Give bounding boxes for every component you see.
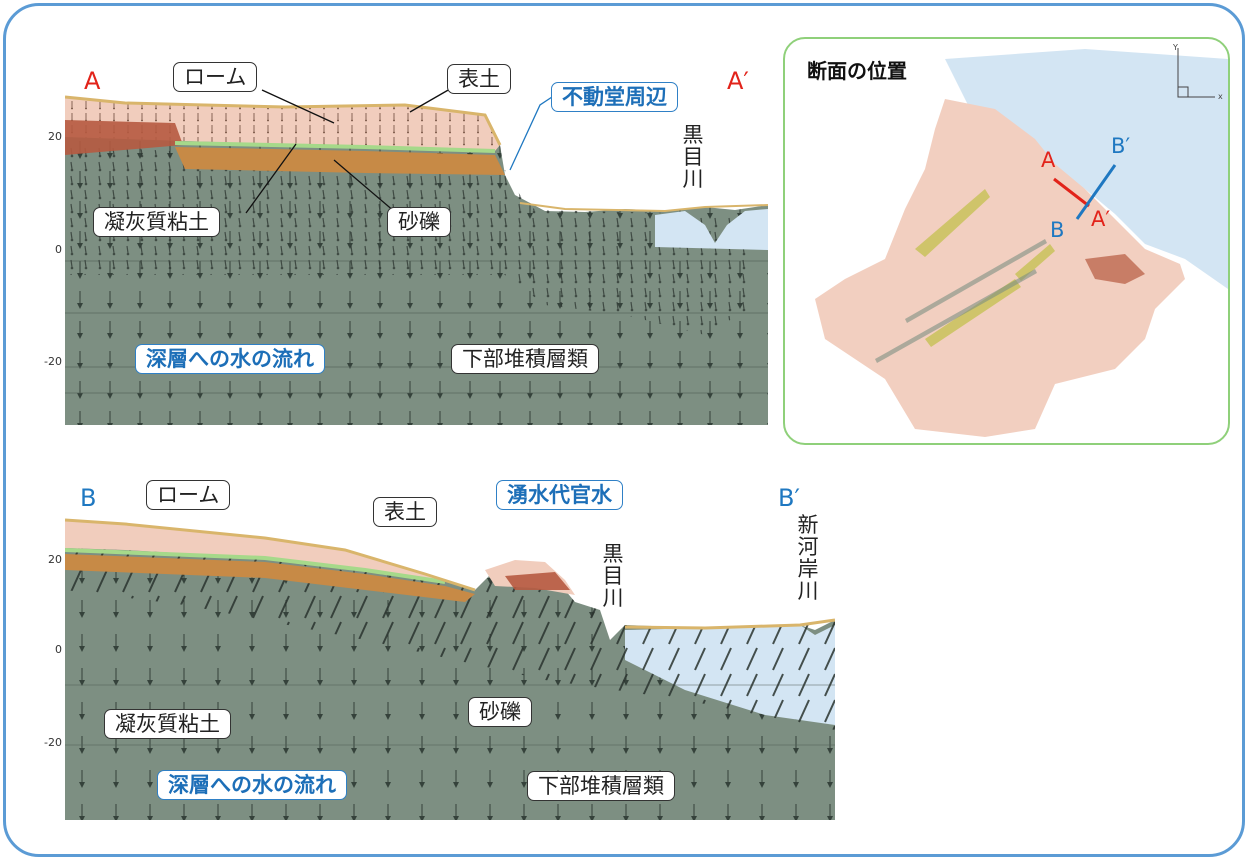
river-char: 河 [797,535,819,559]
loam-label-a: ローム [173,62,258,92]
section-b-end-label: B′ [778,484,800,512]
tuff-clay-label-a: 凝灰質粘土 [93,207,220,237]
kuroume-river-label-a: 黒 目 川 [682,124,704,190]
y-tick-20-a: 20 [48,130,62,143]
map-mark-a-prime: A′ [1091,207,1111,231]
river-char: 川 [797,579,819,603]
river-char: 目 [602,564,624,588]
river-char: 黒 [682,123,704,147]
y-tick-0-a: 0 [55,243,62,256]
gravel-label-b: 砂礫 [468,697,532,727]
river-char: 目 [682,145,704,169]
y-tick-20-b: 20 [48,553,62,566]
map-mark-a: A [1041,148,1056,172]
loam-label-b: ローム [146,480,231,510]
topsoil-label-a: 表土 [447,64,511,94]
river-char: 川 [682,167,704,191]
location-map: Y x [815,43,1228,437]
river-char: 川 [602,586,624,610]
map-mark-b: B [1050,218,1065,242]
shinkawagishi-river-label: 新 河 岸 川 [797,514,819,602]
tuff-clay-label-b: 凝灰質粘土 [104,709,231,739]
y-tick-0-b: 0 [55,643,62,656]
spring-daikansui-label: 湧水代官水 [496,480,623,510]
map-mark-b-prime: B′ [1111,134,1131,158]
river-char: 岸 [797,557,819,581]
lower-deposits-label-a: 下部堆積層類 [451,344,599,374]
section-a-end-label: A′ [727,67,749,95]
cross-section-b [65,490,835,820]
axis-x-label: x [1218,92,1223,101]
gravel-label-a: 砂礫 [387,207,451,237]
axis-y-label: Y [1172,43,1178,52]
river-char: 黒 [602,542,624,566]
y-tick-minus20-b: -20 [44,736,62,749]
section-location-inset: 断面の位置 Y x A A′ B B′ [783,37,1230,445]
topsoil-label-b: 表土 [373,497,437,527]
y-tick-minus20-a: -20 [44,355,62,368]
deep-flow-label-a: 深層への水の流れ [135,344,325,374]
section-a-start-label: A [84,67,101,95]
kuroume-river-label-b: 黒 目 川 [602,543,624,609]
fudodo-area-label: 不動堂周辺 [551,82,678,112]
inset-title: 断面の位置 [807,59,907,83]
section-b-start-label: B [80,484,97,512]
river-char: 新 [797,513,819,537]
cross-section-b-drawing [65,518,835,820]
deep-flow-label-b: 深層への水の流れ [157,770,347,800]
lower-deposits-label-b: 下部堆積層類 [527,771,675,801]
